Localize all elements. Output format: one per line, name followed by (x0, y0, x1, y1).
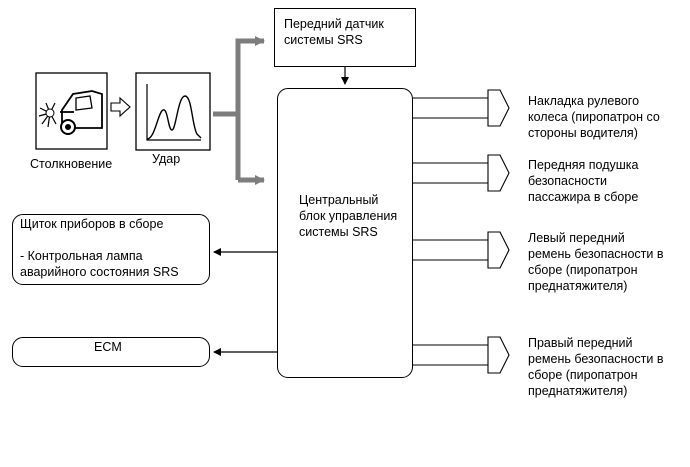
output-wire-right-belt (413, 336, 510, 374)
output-wire-left-belt (413, 231, 510, 269)
instrument-cluster-box: Щиток приборов в сборе - Контрольная лам… (12, 214, 210, 285)
collision-label: Столкновение (30, 157, 113, 171)
srs-warning-lamp-label: - Контрольная лампа аварийного состояния… (20, 249, 179, 279)
ecm-label: ECM (94, 340, 122, 354)
impact-label: Удар (152, 152, 181, 166)
output-label-left-seatbelt: Левый передний ремень безопасности в сбо… (528, 231, 664, 293)
output-label-steering-wheel: Накладка рулевого колеса (пиропатрон со … (528, 94, 660, 140)
hollow-arrow-icon (110, 96, 131, 118)
output-wire-passenger (413, 154, 510, 192)
instrument-cluster-title: Щиток приборов в сборе (20, 217, 164, 231)
srs-ecu-box: Центральный блок управления системы SRS (277, 88, 413, 378)
output-label-right-seatbelt: Правый передний ремень безопасности в сб… (528, 336, 664, 398)
collision-icon (35, 72, 108, 150)
output-label-passenger-airbag: Передняя подушка безопасности пассажира … (528, 158, 639, 204)
gray-signal-bus (213, 36, 265, 185)
output-wire-steering (413, 89, 510, 127)
ecm-box: ECM (12, 337, 210, 367)
impact-graph-icon (135, 72, 211, 151)
srs-ecu-label: Центральный блок управления системы SRS (299, 193, 398, 239)
front-sensor-label: Передний датчик системы SRS (284, 17, 384, 47)
front-sensor-box: Передний датчик системы SRS (274, 8, 416, 67)
